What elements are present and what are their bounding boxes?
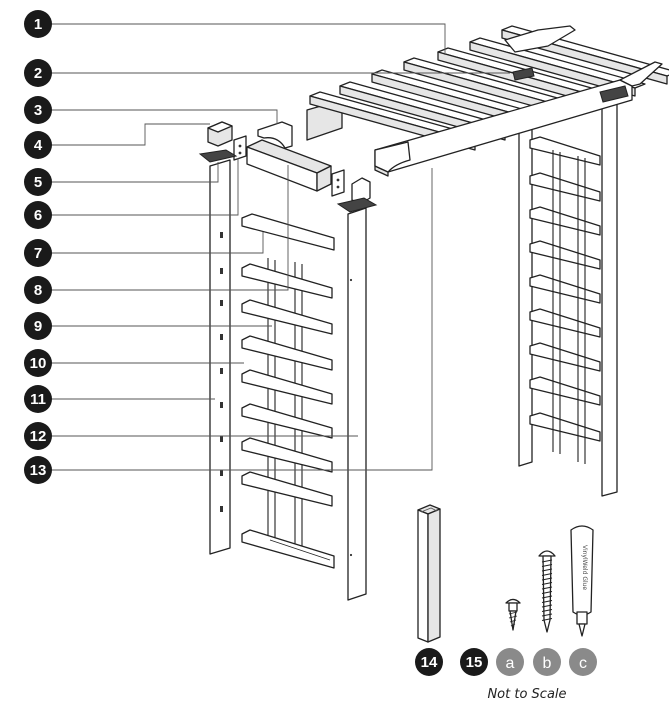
- rafter-side-6: [469, 41, 636, 97]
- short-screw: [505, 598, 521, 631]
- hardware-badge-b-letter: b: [543, 655, 552, 672]
- right-side-trellis: [518, 99, 618, 497]
- callout-6-number: 6: [34, 207, 42, 224]
- callout-1-number: 1: [34, 16, 42, 33]
- right-trellis-rung-7: [529, 342, 601, 372]
- right-trellis-rung-3: [529, 206, 601, 236]
- leader-lines: [42, 23, 510, 471]
- screw-thread-1: [541, 559, 553, 563]
- screw-thread-8: [541, 591, 553, 594]
- screw-thread-11: [541, 604, 553, 608]
- screw-thread-4: [541, 573, 553, 576]
- callout-5: 5: [24, 168, 52, 196]
- callout-15-number: 15: [466, 654, 483, 671]
- mounting-bracket-right: [331, 169, 345, 197]
- left-post-front: [336, 177, 378, 601]
- spare-post: [417, 504, 441, 643]
- callout-12-number: 12: [30, 428, 47, 445]
- callout-9: 9: [24, 312, 52, 340]
- screw-thread-2: [541, 564, 553, 567]
- screw-thread-9: [541, 595, 553, 599]
- hardware-badge-a: a: [496, 648, 524, 676]
- callout-8-number: 8: [34, 282, 42, 299]
- callout-9-number: 9: [34, 318, 42, 335]
- screw-thread-10: [541, 600, 553, 603]
- left-trellis-rung-1: [241, 263, 333, 299]
- hardware-badge-c: c: [569, 648, 597, 676]
- screw-thread-12: [541, 609, 553, 612]
- corner-bracket: [257, 121, 293, 149]
- right-trellis-rung-4: [529, 240, 601, 270]
- screw-thread-7: [541, 586, 553, 590]
- post-slot-5: [220, 368, 223, 374]
- callout-13: 13: [24, 456, 52, 484]
- right-trellis-rung-6: [529, 308, 601, 338]
- left-post-rear: [198, 121, 238, 555]
- callout-10-number: 10: [30, 355, 47, 372]
- hardware-badge-a-letter: a: [506, 655, 515, 672]
- screw-thread-6: [541, 582, 553, 585]
- left-trellis-rung-3: [241, 335, 333, 371]
- pergola-top: [306, 25, 669, 177]
- post-slot-3: [220, 300, 223, 306]
- callout-2-number: 2: [34, 65, 42, 82]
- not-to-scale-caption: Not to Scale: [487, 687, 566, 702]
- callout-3-number: 3: [34, 102, 42, 119]
- left-trellis-rung-6: [241, 437, 333, 473]
- right-trellis-rung-2: [529, 172, 601, 202]
- post-slot-8: [220, 470, 223, 476]
- left-trellis-rung-7: [241, 471, 333, 507]
- right-trellis-rung-1: [529, 136, 601, 166]
- right-trellis-rung-8: [529, 376, 601, 406]
- callout-4-number: 4: [34, 137, 43, 154]
- hardware-badge-c-letter: c: [579, 655, 587, 672]
- callout-11-number: 11: [30, 391, 46, 408]
- post-slot-1: [220, 232, 223, 238]
- post-slot-7: [220, 436, 223, 442]
- screw-thread-14: [541, 618, 553, 621]
- callout-1: 1: [24, 10, 52, 38]
- right-trellis-rung-9: [529, 412, 601, 442]
- screw-thread-3: [541, 568, 553, 572]
- callout-7: 7: [24, 239, 52, 267]
- callout-14-number: 14: [421, 654, 438, 671]
- screw-thread-5: [541, 577, 553, 581]
- callout-15: 15: [460, 648, 488, 676]
- callout-10: 10: [24, 349, 52, 377]
- callout-5-number: 5: [34, 174, 42, 191]
- callout-2: 2: [24, 59, 52, 87]
- callout-7-number: 7: [34, 245, 42, 262]
- callout-14: 14: [415, 648, 443, 676]
- callout-8: 8: [24, 276, 52, 304]
- mounting-bracket-left: [233, 135, 247, 161]
- callout-12: 12: [24, 422, 52, 450]
- hardware-badge-b: b: [533, 648, 561, 676]
- post-slot-4: [220, 334, 223, 340]
- callout-11: 11: [24, 385, 52, 413]
- callout-13-number: 13: [30, 462, 47, 479]
- glue-label: VinylWeld Glue: [581, 545, 588, 590]
- callout-4: 4: [24, 131, 52, 159]
- left-trellis-rung-4: [241, 369, 333, 405]
- post-slot-2: [220, 268, 223, 274]
- left-trellis-rung-2: [241, 299, 333, 335]
- callout-3: 3: [24, 96, 52, 124]
- right-trellis-rung-5: [529, 274, 601, 304]
- header-beam: [246, 139, 332, 192]
- post-slot-6: [220, 402, 223, 408]
- screw-thread-13: [541, 613, 553, 617]
- callout-6: 6: [24, 201, 52, 229]
- left-side-trellis: [241, 213, 335, 569]
- glue-bottle: VinylWeld Glue: [570, 525, 594, 637]
- long-screw: [538, 550, 556, 633]
- post-slot-9: [220, 506, 223, 512]
- left-trellis-rung-5: [241, 403, 333, 439]
